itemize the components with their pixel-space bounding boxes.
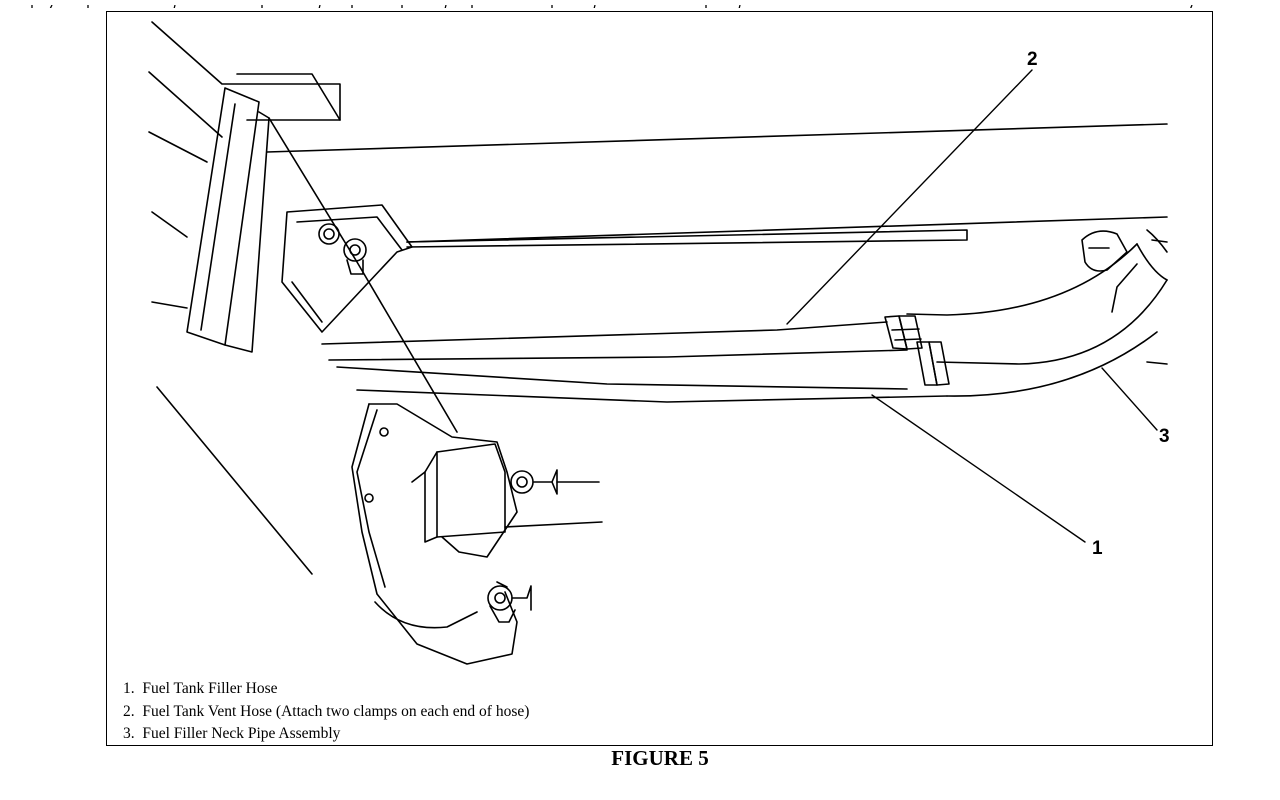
mounting-bracket	[281, 204, 413, 333]
filler-neck-pipe	[1081, 229, 1168, 313]
legend-number: 1.	[123, 680, 135, 697]
callout-2: 2	[1027, 49, 1038, 70]
leader-line	[786, 69, 1158, 543]
mounting-nut	[318, 223, 367, 275]
axle-bracket	[351, 403, 603, 665]
bracket-nut	[487, 469, 600, 623]
legend-text: Fuel Tank Filler Hose	[142, 680, 278, 697]
vehicle-underbody-drawing	[148, 21, 1168, 665]
cropped-text-fragment	[0, 0, 1280, 8]
legend-text: Fuel Tank Vent Hose (Attach two clamps o…	[142, 702, 530, 720]
legend-item-3: 3. Fuel Filler Neck Pipe Assembly	[123, 723, 529, 746]
legend-number: 2.	[123, 702, 135, 720]
frame-rail	[266, 123, 1168, 365]
legend-item-1: 1. Fuel Tank Filler Hose	[123, 678, 529, 701]
hose-clamp	[884, 315, 950, 386]
figure-frame: 2 1 3 1. Fuel Tank Filler Hose 2. Fuel T…	[106, 11, 1213, 746]
figure-legend: 1. Fuel Tank Filler Hose 2. Fuel Tank Ve…	[123, 678, 529, 746]
frame-crossmember	[148, 21, 458, 575]
callout-1: 1	[1092, 538, 1103, 559]
filler-hose	[336, 331, 1158, 403]
legend-item-2: 2. Fuel Tank Vent Hose (Attach two clamp…	[123, 701, 529, 724]
callout-3: 3	[1159, 426, 1170, 447]
legend-number: 3.	[123, 725, 135, 742]
figure-caption: FIGURE 5	[611, 746, 709, 770]
vent-hose	[321, 243, 1168, 365]
legend-text: Fuel Filler Neck Pipe Assembly	[142, 725, 341, 742]
